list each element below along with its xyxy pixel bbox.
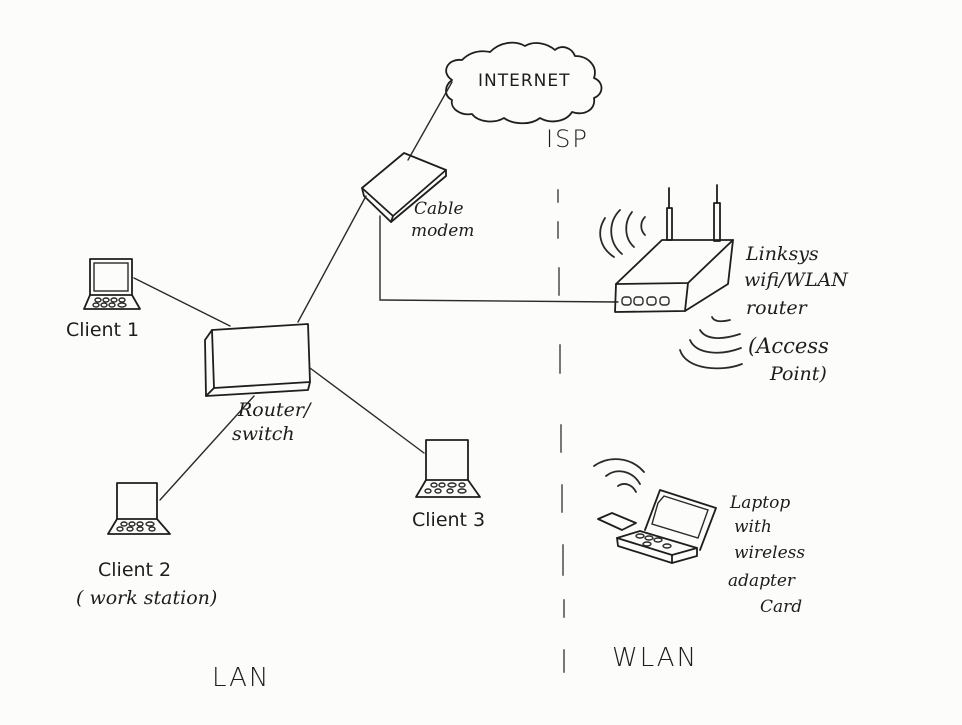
client3-laptop-icon — [415, 439, 481, 498]
wlan-region-label: WLAN — [612, 643, 699, 673]
client1-label: Client 1 — [66, 319, 140, 341]
client1-laptop-icon — [83, 258, 141, 310]
wifi-signal-icon-lower — [679, 316, 743, 370]
wifi-router-label-5: Point) — [770, 363, 827, 385]
client2-label-2: ( work station) — [76, 587, 218, 609]
wireless-laptop-label-2: with — [734, 517, 772, 537]
internet-cloud-icon — [445, 41, 603, 125]
edge-client3-router — [309, 367, 425, 454]
client2-label-1: Client 2 — [98, 559, 172, 581]
edge-client1-router — [133, 277, 231, 327]
router-switch-icon — [204, 323, 311, 397]
client2-laptop-icon — [107, 482, 171, 535]
internet-label: INTERNET — [478, 71, 571, 91]
edge-modem-router — [297, 195, 367, 323]
lan-wlan-divider — [557, 189, 565, 673]
wifi-signal-icon-laptop — [593, 458, 645, 493]
wireless-laptop-label-1: Laptop — [730, 493, 791, 513]
edge-client2-router — [159, 395, 255, 501]
wireless-laptop-label-3: wireless — [734, 543, 806, 563]
lan-region-label: LAN — [212, 663, 271, 693]
wireless-laptop-icon — [597, 489, 717, 564]
wifi-router-icon — [614, 184, 734, 313]
client3-label: Client 3 — [412, 509, 486, 531]
cable-modem-icon — [361, 152, 447, 223]
wifi-signal-icon-upper — [599, 209, 646, 258]
wireless-laptop-label-4: adapter — [728, 571, 796, 591]
edge-modem-wifi-router — [379, 215, 619, 303]
isp-label: ISP — [546, 125, 589, 153]
cable-modem-label-2: modem — [411, 221, 475, 241]
edge-internet-modem — [407, 81, 453, 161]
wifi-router-label-1: Linksys — [746, 243, 819, 265]
wifi-router-label-4: (Access — [748, 334, 829, 358]
wifi-router-label-3: router — [746, 297, 807, 319]
cable-modem-label-1: Cable — [414, 199, 464, 219]
wireless-laptop-label-5: Card — [760, 597, 803, 617]
wifi-router-label-2: wifi/WLAN — [744, 269, 848, 291]
router-switch-label-1: Router/ — [238, 399, 311, 421]
router-switch-label-2: switch — [232, 423, 295, 445]
